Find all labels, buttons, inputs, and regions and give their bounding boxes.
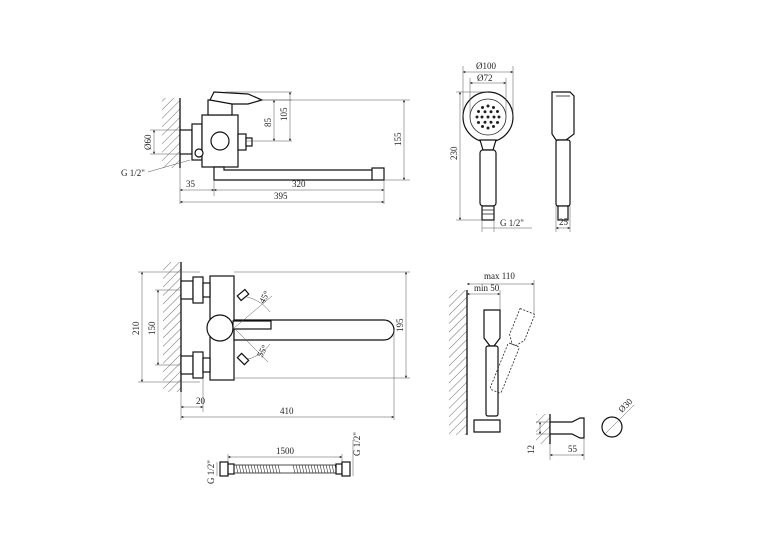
nozzle-hole: [477, 110, 480, 113]
hose-coil: [298, 464, 302, 474]
hose-coil: [265, 464, 269, 474]
hose-view: G 1/2" 1500 G 1/2": [206, 432, 362, 484]
dim-thread-label: G 1/2": [121, 168, 145, 178]
hose-coil: [259, 464, 263, 474]
nozzle-hole: [486, 115, 490, 119]
nozzle-hole: [475, 115, 479, 119]
hose-coil: [235, 464, 239, 474]
hose-coil: [271, 464, 275, 474]
dim-12-label: 12: [526, 445, 536, 454]
dim-30-label: Ø30: [616, 396, 634, 414]
hose-coil: [250, 464, 254, 474]
dim-45-label: 45°: [257, 289, 272, 305]
hose-coil: [328, 464, 332, 474]
nozzle-hole: [489, 110, 493, 114]
dim-ring-label: Ø60: [143, 134, 153, 150]
nozzle-hole: [492, 115, 496, 119]
hose-coil: [331, 464, 335, 474]
dim-210-label: 210: [131, 321, 141, 335]
dim-150-label: 150: [147, 321, 157, 335]
nozzle-hole: [480, 115, 484, 119]
wall-hatch-small: [536, 414, 550, 444]
nozzle-hole: [481, 106, 484, 109]
nozzle-hole: [489, 120, 493, 124]
hose-coil: [322, 464, 326, 474]
dim-230-label: 230: [449, 146, 459, 160]
dim-min-label: min 50: [474, 283, 500, 293]
dim-72-label: Ø72: [477, 73, 493, 83]
hose-coil: [319, 464, 323, 474]
hose-thread-right-label: G 1/2": [352, 432, 362, 456]
hose-coil: [244, 464, 248, 474]
nozzle-hole: [486, 126, 490, 130]
dim-85-label: 85: [263, 118, 273, 128]
hose-coil: [277, 464, 281, 474]
nozzle-hole: [477, 121, 480, 124]
nozzle-hole: [496, 110, 499, 113]
hose-length-label: 1500: [276, 446, 295, 456]
hose-coil: [262, 464, 266, 474]
dim-195-label: 195: [395, 318, 405, 332]
dim-320-label: 320: [292, 179, 306, 189]
top-view: 210 150 45° 55° 195 20 410: [131, 262, 410, 420]
hose-coil: [316, 464, 320, 474]
dim-155-label: 155: [393, 132, 403, 146]
nozzle-hole: [486, 104, 490, 108]
nozzle-hole: [481, 125, 484, 128]
hose-coil: [325, 464, 329, 474]
nozzle-hole: [496, 121, 499, 124]
hose-coil: [238, 464, 242, 474]
dim-395-label: 395: [274, 191, 288, 201]
dim-410-label: 410: [280, 406, 294, 416]
wall-hatch-top: [163, 262, 181, 392]
nozzle-hole: [492, 106, 495, 109]
hose-coil: [307, 464, 311, 474]
hose-coil: [301, 464, 305, 474]
nozzle-hole: [492, 125, 495, 128]
hose-coil: [310, 464, 314, 474]
dim-100-label: Ø100: [476, 61, 496, 71]
hose-coil: [268, 464, 272, 474]
dim-20-label: 20: [196, 396, 206, 406]
dim-35-label: 35: [186, 179, 196, 189]
hose-coil: [256, 464, 260, 474]
dim-25-label: 25: [559, 217, 569, 227]
nozzle-hole: [497, 115, 501, 119]
nozzle-hole: [483, 120, 487, 124]
side-view: Ø60 G 1/2" 85 105 155 35 320 395: [121, 91, 410, 204]
dim-55-label: 55: [568, 444, 578, 454]
hose-coil: [295, 464, 299, 474]
hose-thread-left-label: G 1/2": [206, 460, 216, 484]
hose-coil: [292, 464, 296, 474]
hose-coil: [241, 464, 245, 474]
hose-coil: [304, 464, 308, 474]
wall-holder-view: max 110 min 50 Ø30 12 55: [449, 271, 635, 460]
hose-coil: [274, 464, 278, 474]
wall-hatch: [162, 98, 180, 168]
nozzle-hole: [483, 110, 487, 114]
shower-head-view: Ø100 Ø72 230 G 1/2" 25: [449, 61, 575, 232]
wall-hatch-holder: [449, 290, 467, 435]
hose-coil: [247, 464, 251, 474]
dim-max-label: max 110: [484, 271, 515, 281]
dim-thread-label: G 1/2": [500, 218, 524, 228]
dim-55-label: 55°: [255, 343, 270, 359]
dim-105-label: 105: [279, 107, 289, 121]
hose-coil: [253, 464, 257, 474]
hose-coil: [313, 464, 317, 474]
